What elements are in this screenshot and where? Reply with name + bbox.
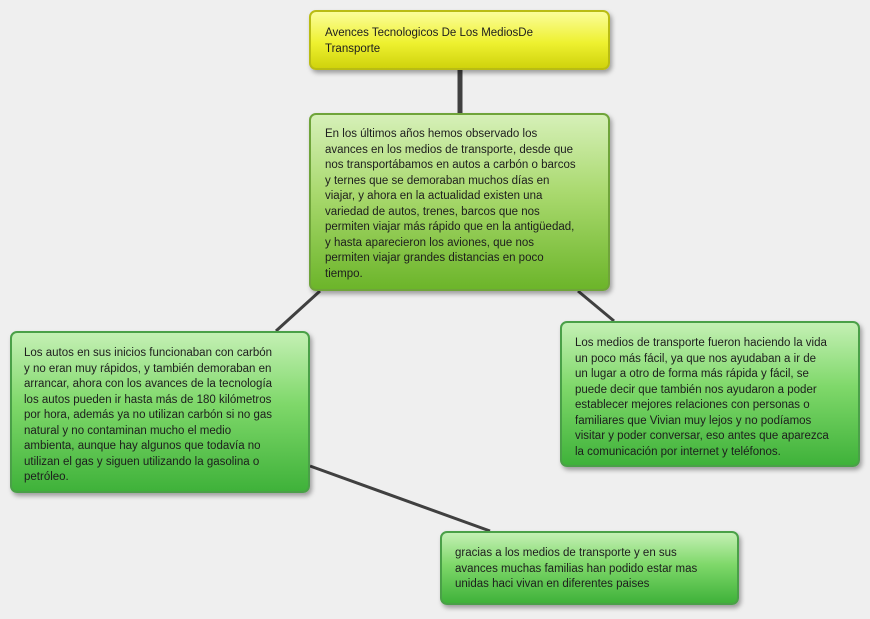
families-node[interactable]: gracias a los medios de transporte y en …: [440, 531, 739, 605]
title-node[interactable]: Avences Tecnologicos De Los MediosDe Tra…: [309, 10, 610, 70]
main-idea-node[interactable]: En los últimos años hemos observado los …: [309, 113, 610, 291]
connector-main-left: [274, 289, 322, 333]
autos-node[interactable]: Los autos en sus inicios funcionaban con…: [10, 331, 310, 493]
connector-left-bottom: [309, 464, 491, 533]
connector-main-right: [577, 289, 615, 323]
relations-node[interactable]: Los medios de transporte fueron haciendo…: [560, 321, 860, 467]
